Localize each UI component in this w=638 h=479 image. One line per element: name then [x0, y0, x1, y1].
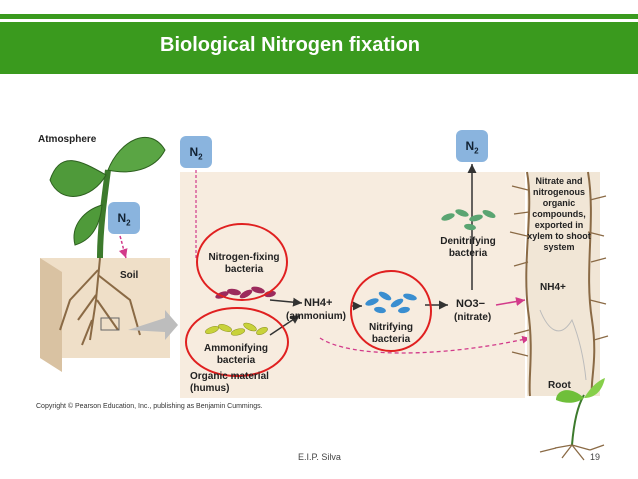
nitrogen-fixing-label: Nitrogen-fixing bacteria	[208, 252, 280, 275]
nitrifying-bacteria-cluster	[365, 291, 417, 314]
denitrifying-bacteria-cluster	[441, 209, 496, 231]
title-accent-line	[0, 14, 638, 19]
zoom-arrow	[128, 310, 178, 340]
fixing-to-ammonium-arrow	[269, 297, 303, 307]
nitrifying-highlight-ring	[350, 270, 432, 352]
ammonium-name: (ammonium)	[286, 311, 346, 322]
page-number: 19	[590, 452, 601, 462]
plant-roots	[59, 257, 141, 346]
process-panel	[180, 172, 525, 398]
nitrogen-fixing-highlight-ring	[196, 223, 288, 301]
n2-fixation-badge: N2	[180, 136, 212, 168]
zoom-box	[100, 317, 120, 331]
footer-author: E.I.P. Silva	[298, 452, 341, 462]
nitrifying-label: Nitrifying bacteria	[369, 322, 413, 345]
plant-illustration	[49, 137, 166, 259]
ammonifying-bacteria-cluster	[205, 322, 268, 336]
soil-label: Soil	[120, 270, 139, 281]
copyright-notice: Copyright © Pearson Education, Inc., pub…	[36, 403, 263, 410]
ammonifying-highlight-ring	[185, 307, 289, 377]
ammonifying-to-ammonium-arrow	[269, 314, 301, 336]
seedling-logo	[539, 378, 605, 461]
nitrate-name: (nitrate)	[454, 312, 492, 323]
ammonium-to-root-dashed-arrow	[319, 335, 531, 354]
organic-material-label: Organic material (humus)	[190, 371, 269, 394]
denitrifying-label: Denitrifying bacteria	[440, 236, 496, 259]
slide-title: Biological Nitrogen fixation	[160, 34, 421, 56]
root-label: Root	[548, 380, 571, 391]
ammonifying-label: Ammonifying bacteria	[204, 343, 268, 366]
n2-to-soil-arrow	[118, 235, 128, 259]
nitrogen-fixing-bacteria-cluster	[215, 286, 276, 299]
nitrate-to-root-arrow	[495, 297, 526, 306]
n2-denitrification-badge: N2	[456, 130, 488, 162]
atmosphere-label: Atmosphere	[38, 134, 97, 145]
soil-block	[40, 258, 170, 372]
xylem-note: Nitrate and nitrogenous organic compound…	[527, 176, 591, 252]
root-ammonium-label: NH4+	[540, 282, 566, 293]
ammonium-formula: NH4+	[304, 297, 333, 309]
title-bar	[0, 22, 638, 74]
nitrate-formula: NO3−	[456, 298, 486, 310]
n2-atmosphere-badge: N2	[108, 202, 140, 234]
root-hair-section	[509, 171, 609, 397]
